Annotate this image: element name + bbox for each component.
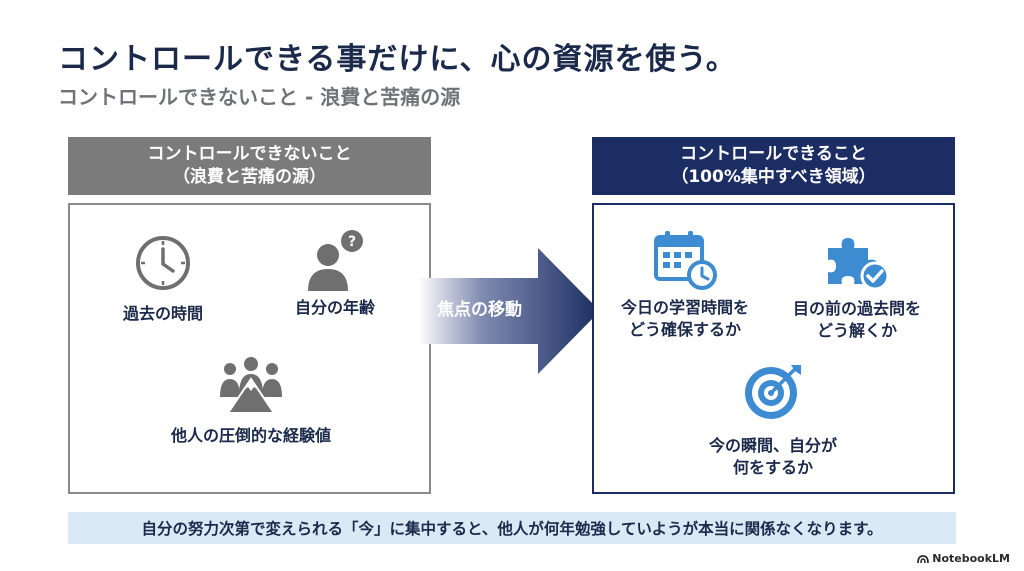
brand-name: NotebookLM: [932, 552, 1010, 565]
people-mountain-icon: [220, 357, 282, 413]
focus-shift-label: 焦点の移動: [437, 300, 522, 320]
brand-mark: NotebookLM: [917, 552, 1010, 565]
puzzle-check-icon: [828, 238, 890, 291]
item-own-age: ? 自分の年齢: [280, 227, 390, 319]
item-own-age-label: 自分の年齢: [294, 298, 375, 317]
item-past-exam-label-line1: 目の前の過去問を: [792, 299, 921, 318]
controllable-header-line1: コントロールできること: [680, 144, 867, 164]
page-title: コントロールできる事だけに、心の資源を使う。: [58, 42, 737, 77]
item-others-experience-label: 他人の圧倒的な経験値: [170, 426, 331, 445]
uncontrollable-header-line1: コントロールできないこと: [147, 144, 352, 164]
item-study-time-label-line1: 今日の学習時間を: [620, 298, 749, 317]
uncontrollable-header: コントロールできないこと （浪費と苦痛の源）: [68, 137, 431, 195]
notebooklm-logo-icon: [917, 554, 930, 563]
focus-shift-arrow: [418, 248, 598, 374]
item-study-time: 今日の学習時間を どう確保するか: [610, 229, 760, 341]
item-study-time-label-line2: どう確保するか: [628, 320, 741, 339]
uncontrollable-box: [68, 203, 431, 494]
controllable-panel: コントロールできること （100%集中すべき領域） 今日の学習時間を どう確保す…: [592, 137, 955, 494]
item-this-moment-label-line1: 今の瞬間、自分が: [708, 436, 837, 455]
svg-text:?: ?: [348, 234, 356, 250]
item-past-time: 過去の時間: [108, 233, 218, 325]
uncontrollable-header-line2: （浪費と苦痛の源）: [173, 167, 326, 187]
calendar-clock-icon: [654, 231, 717, 290]
item-this-moment: 今の瞬間、自分が 何をするか: [698, 361, 848, 479]
bottom-message-bar: 自分の努力次第で変えられる「今」に集中すると、他人が何年勉強していようが本当に関…: [68, 512, 956, 544]
controllable-header-line2: （100%集中すべき領域）: [671, 167, 876, 187]
bottom-message: 自分の努力次第で変えられる「今」に集中すると、他人が何年勉強していようが本当に関…: [141, 520, 883, 538]
item-this-moment-label-line2: 何をするか: [732, 458, 813, 477]
uncontrollable-panel: コントロールできないこと （浪費と苦痛の源） 過去の時間 ? 自分の年齢: [68, 137, 431, 494]
item-past-exam: 目の前の過去問を どう解くか: [782, 232, 932, 342]
person-question-icon: ?: [308, 230, 363, 291]
controllable-box: [592, 203, 955, 494]
target-icon: [745, 365, 801, 419]
controllable-header: コントロールできること （100%集中すべき領域）: [592, 137, 955, 195]
page-subtitle: コントロールできないこと - 浪費と苦痛の源: [58, 85, 461, 109]
clock-icon: [136, 236, 190, 290]
item-others-experience: 他人の圧倒的な経験値: [156, 355, 346, 447]
item-past-time-label: 過去の時間: [122, 304, 203, 323]
item-past-exam-label-line2: どう解くか: [816, 321, 897, 340]
